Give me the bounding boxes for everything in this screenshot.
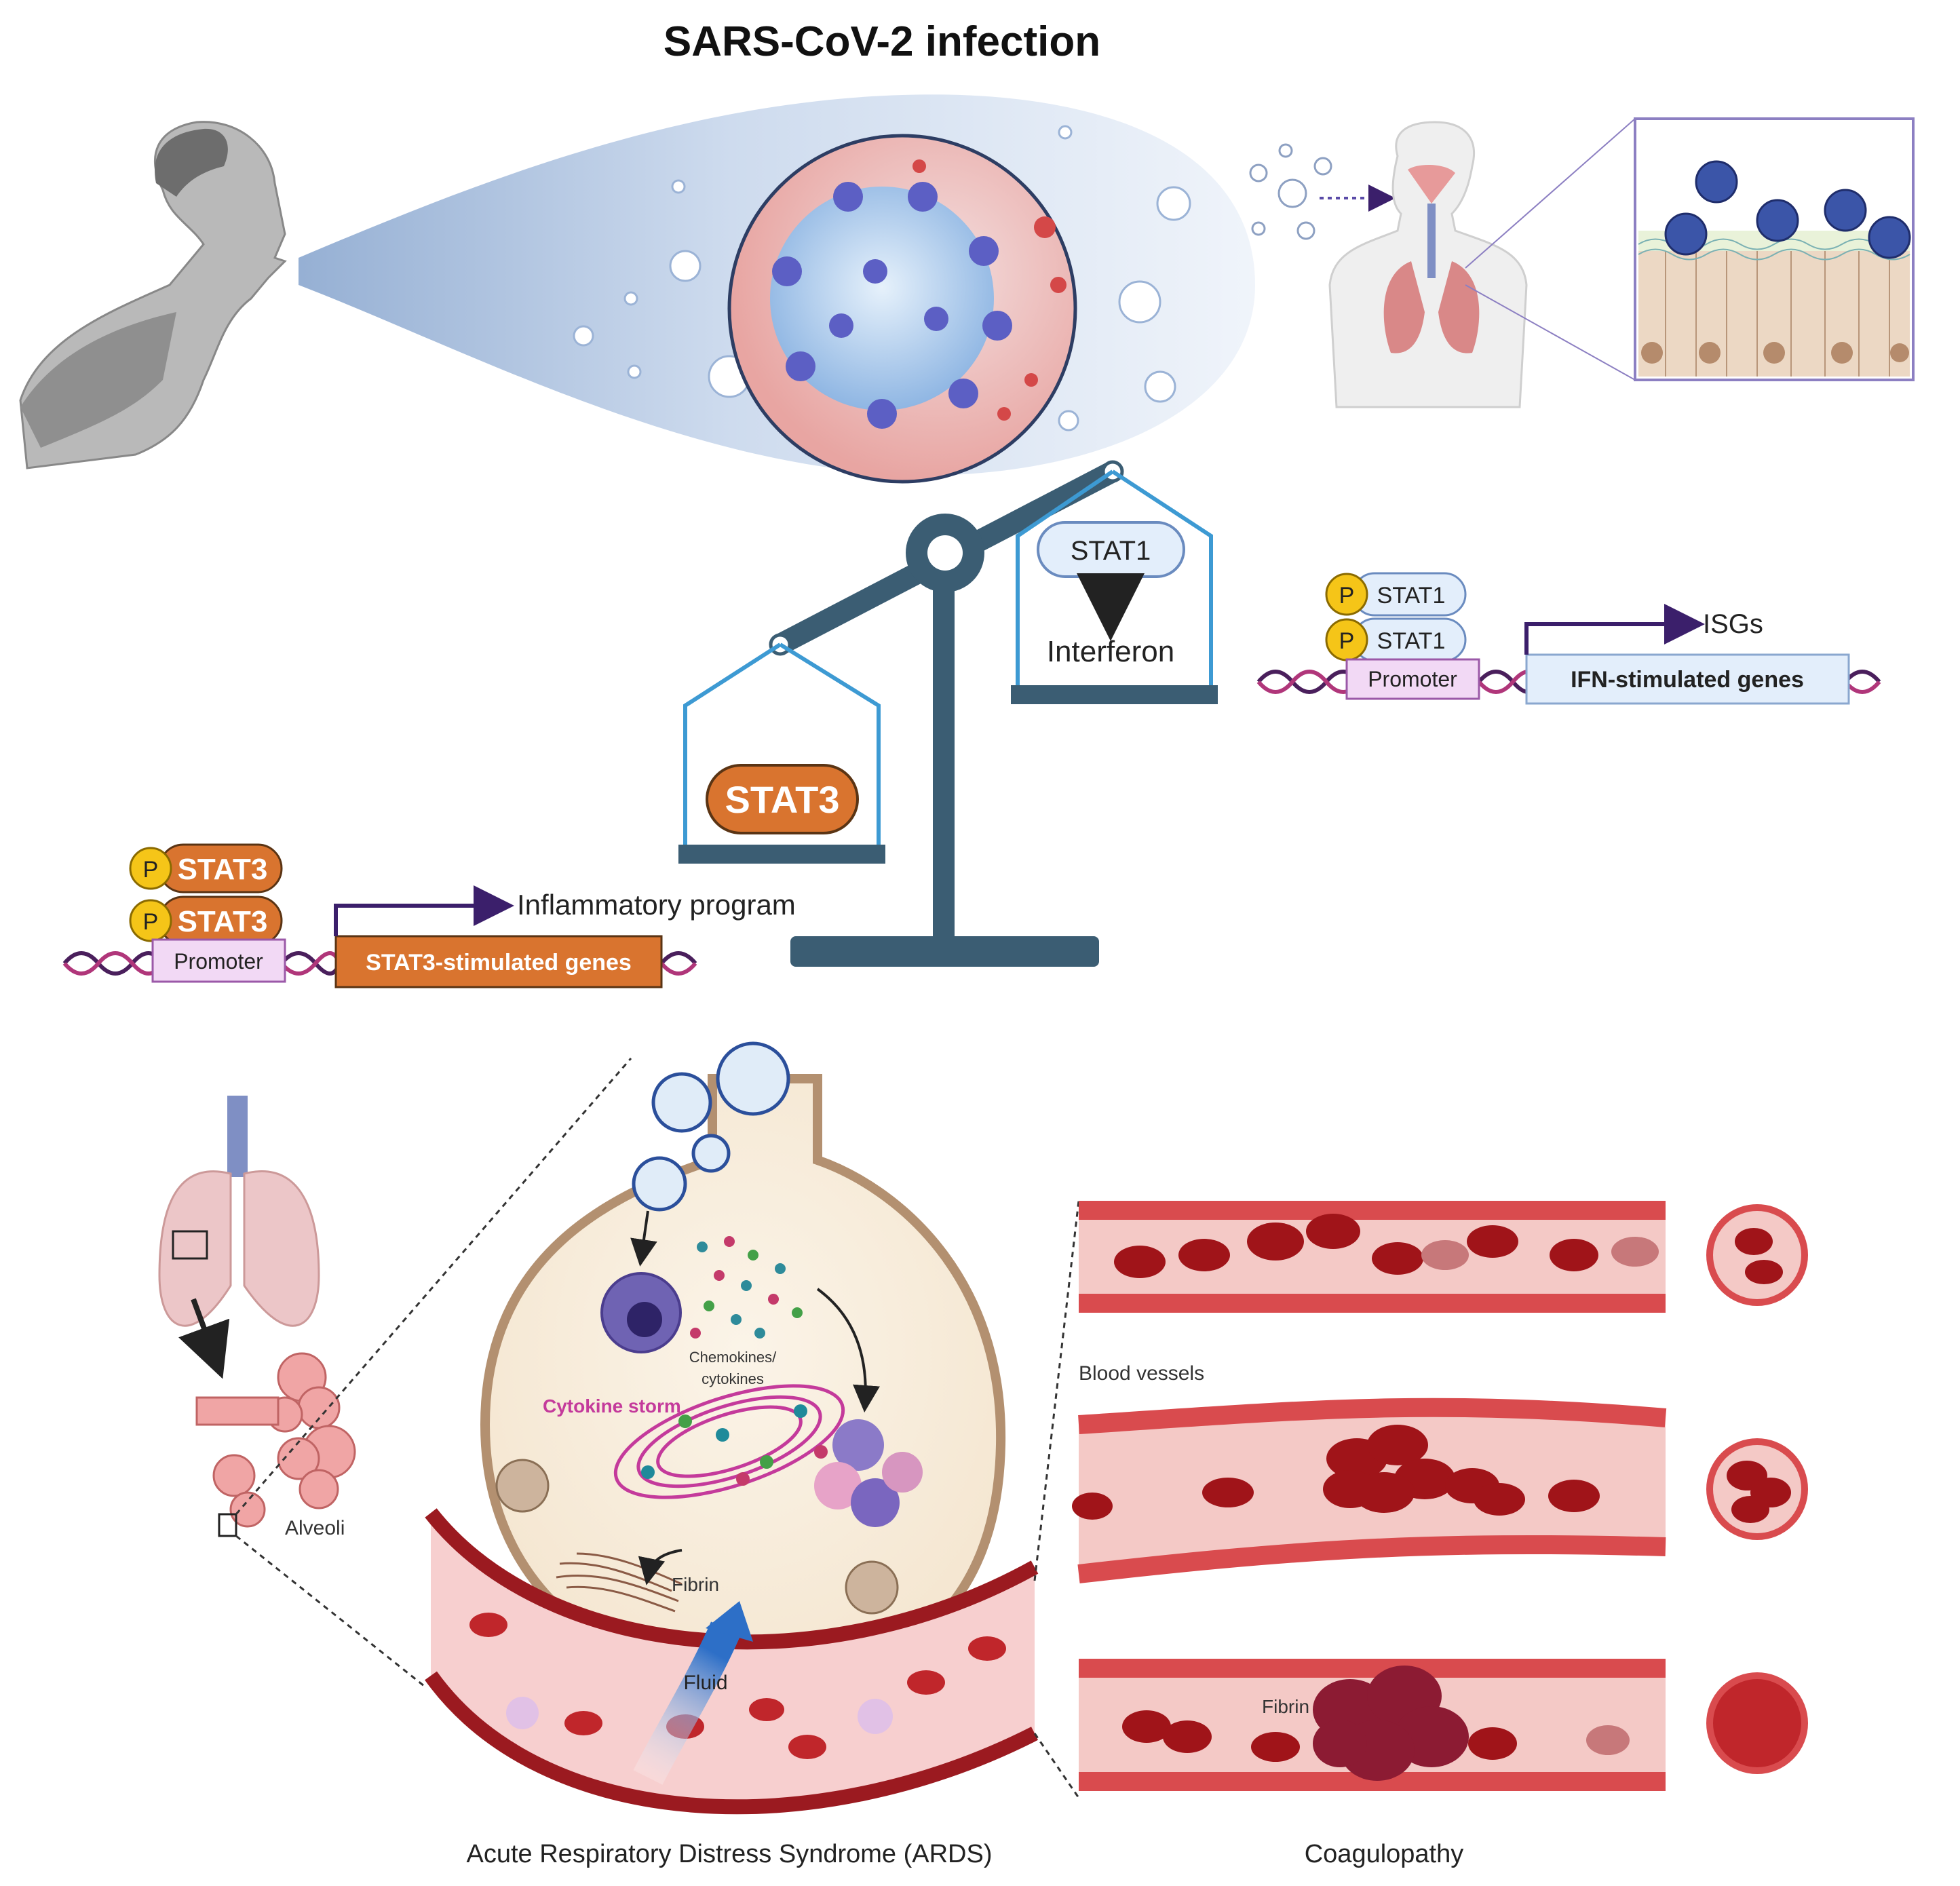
zoom-dash-line [235, 1535, 425, 1687]
blood-vessel-clot [1079, 1659, 1808, 1791]
alveoli-cluster [195, 1352, 356, 1528]
blood-vessels-label: Blood vessels [1079, 1362, 1204, 1385]
fluid-label: Fluid [683, 1672, 727, 1694]
alveolus-illustration [480, 1041, 1006, 1688]
infl-stat3-top-label: STAT3 [178, 853, 268, 886]
infl-gene-box-label: STAT3-stimulated genes [366, 950, 632, 976]
stat3-pill-label: STAT3 [725, 778, 839, 821]
inhaled-droplets [1249, 143, 1332, 240]
isg-pathway [1256, 572, 1881, 705]
ards-caption: Acute Respiratory Distress Syndrome (ARD… [467, 1840, 993, 1868]
infl-p-badge-bottom: P [143, 909, 159, 935]
cytokine-storm-label: Cytokine storm [543, 1396, 681, 1417]
isg-p-badge-top: P [1339, 583, 1355, 609]
chemokines-label-line1: Chemokines/ [689, 1349, 777, 1366]
zoom-line [1465, 118, 1636, 269]
isgs-label: ISGs [1703, 609, 1763, 639]
alveoli-zoom-box [218, 1513, 237, 1537]
interferon-label: Interferon [1047, 635, 1174, 668]
infl-stat3-bottom-label: STAT3 [178, 905, 268, 938]
isg-gene-box-label: IFN-stimulated genes [1571, 667, 1804, 693]
respiratory-system-illustration [1328, 121, 1528, 408]
coagulopathy-caption: Coagulopathy [1305, 1840, 1464, 1868]
coughing-person-illustration [19, 121, 287, 469]
virus-magnification [727, 134, 1077, 484]
airway-epithelium-panel [1634, 117, 1915, 381]
isg-stat1-top-label: STAT1 [1377, 583, 1446, 609]
infl-p-badge-top: P [143, 857, 159, 883]
chemokines-label-line2: cytokines [702, 1370, 764, 1387]
stat3-pill [706, 764, 859, 834]
lungs-illustration [158, 1096, 320, 1327]
lungs-to-alveoli-arrow [178, 1298, 230, 1379]
isg-stat1-bottom-label: STAT1 [1377, 628, 1446, 654]
inflammatory-pathway [62, 843, 697, 988]
isg-p-badge-bottom: P [1339, 628, 1355, 654]
zoom-line [1465, 284, 1636, 381]
alveolus-fibrin-label: Fibrin [672, 1574, 719, 1595]
alveolar-capillary [425, 1508, 1039, 1815]
inflammatory-program-label: Inflammatory program [517, 889, 796, 921]
figure-title: SARS-CoV-2 infection [664, 18, 1100, 65]
blood-vessel-aggregation [1072, 1398, 1808, 1583]
vessel-zoom-dash [1033, 1200, 1080, 1581]
stat1-pill-label: STAT1 [1071, 536, 1151, 566]
vessel-zoom-dash [1033, 1733, 1080, 1798]
infl-promoter-label: Promoter [174, 949, 263, 974]
zoom-dash-line [235, 1058, 632, 1515]
isg-promoter-label: Promoter [1368, 667, 1457, 691]
alveoli-label: Alveoli [285, 1517, 345, 1539]
vessel-fibrin-label: Fibrin [1262, 1696, 1309, 1717]
blood-vessel-normal [1079, 1201, 1808, 1313]
balance-scale [678, 460, 1218, 967]
